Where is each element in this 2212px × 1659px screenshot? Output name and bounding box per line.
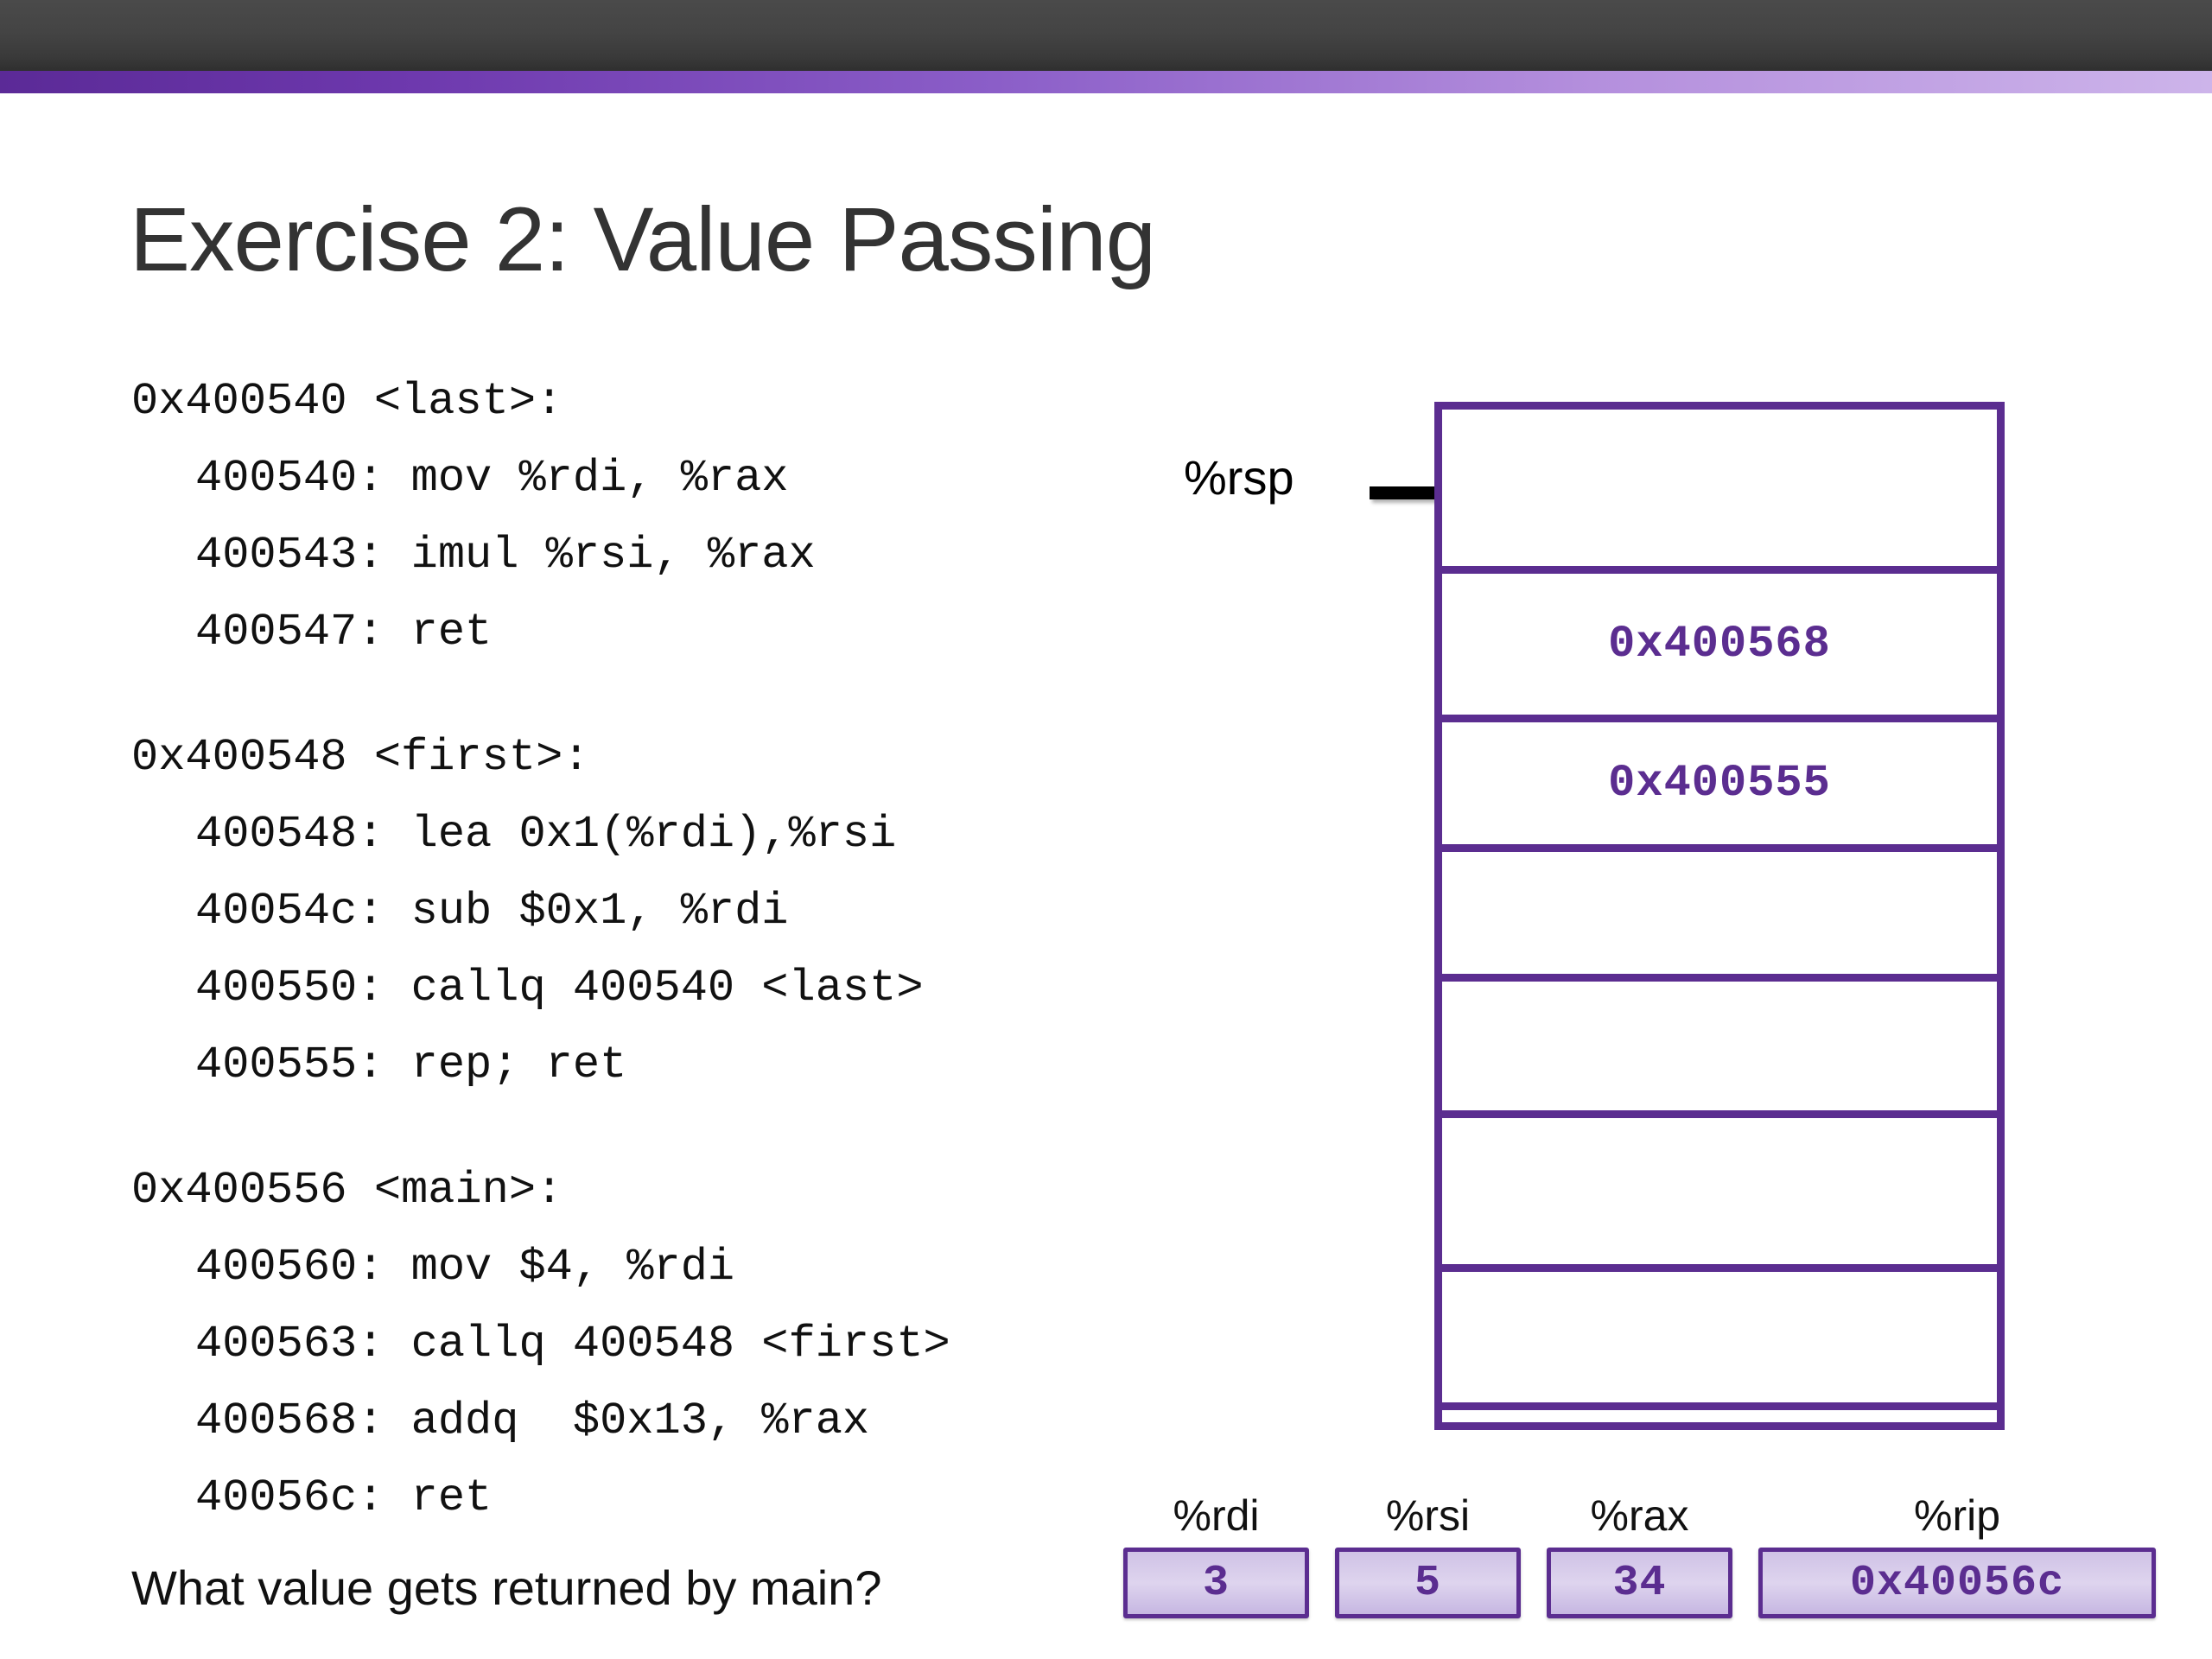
slide-top-banner <box>0 0 2212 93</box>
register-label: %rip <box>1913 1491 2001 1540</box>
code-block: 0x400556 <main>: 400560: mov $4, %rdi 4005… <box>131 1152 1168 1536</box>
register-value-box: 34 <box>1547 1548 1732 1618</box>
register-value-box: 0x40056c <box>1758 1548 2156 1618</box>
register-value-box: 3 <box>1123 1548 1309 1618</box>
stack-cell-value: 0x400568 <box>1608 619 1831 670</box>
code-line: 400540: mov %rdi, %rax <box>195 453 789 504</box>
stack-cell <box>1442 852 1997 982</box>
register-value: 34 <box>1612 1558 1667 1608</box>
register-value: 3 <box>1202 1558 1230 1608</box>
code-line: 400560: mov $4, %rdi <box>195 1242 735 1293</box>
code-line: 400568: addq $0x13, %rax <box>195 1395 870 1446</box>
register-value: 0x40056c <box>1849 1558 2065 1608</box>
code-block-header: 0x400548 <first>: <box>131 732 590 783</box>
code-line: 400543: imul %rsi, %rax <box>195 530 816 581</box>
stack-cell <box>1442 982 1997 1118</box>
stack-cell: 0x400568 <box>1442 574 1997 722</box>
code-block: 0x400548 <first>: 400548: lea 0x1(%rdi),%… <box>131 719 1168 1103</box>
register-value-box: 5 <box>1335 1548 1521 1618</box>
code-line: 400555: rep; ret <box>195 1039 627 1090</box>
register-value: 5 <box>1414 1558 1441 1608</box>
register-label: %rsi <box>1385 1491 1471 1540</box>
code-block: 0x400540 <last>: 400540: mov %rdi, %rax 40… <box>131 363 1168 671</box>
stack-cell-value: 0x400555 <box>1608 758 1831 809</box>
register-rdi: %rdi 3 <box>1123 1491 1309 1618</box>
register-row: %rdi 3 %rsi 5 %rax 34 %rip 0x40056c <box>1123 1491 2156 1618</box>
stack-cell <box>1442 1272 1997 1410</box>
banner-purple-stripe <box>0 71 2212 93</box>
stack-diagram: %rsp 0x400568 0x400555 <box>1166 393 2117 1430</box>
register-label: %rax <box>1590 1491 1689 1540</box>
code-line: 400547: ret <box>195 607 493 658</box>
stack-cell: 0x400555 <box>1442 722 1997 852</box>
code-line: 400548: lea 0x1(%rdi),%rsi <box>195 809 897 860</box>
register-label: %rdi <box>1173 1491 1260 1540</box>
code-line: 400550: callq 400540 <last> <box>195 963 924 1014</box>
register-rip: %rip 0x40056c <box>1758 1491 2156 1618</box>
code-block-header: 0x400556 <main>: <box>131 1165 563 1216</box>
code-block-header: 0x400540 <last>: <box>131 376 563 427</box>
register-rax: %rax 34 <box>1547 1491 1732 1618</box>
rsp-label: %rsp <box>1184 450 1294 505</box>
stack-frame-box: 0x400568 0x400555 <box>1434 402 2005 1430</box>
page-title: Exercise 2: Value Passing <box>130 189 1156 290</box>
register-rsi: %rsi 5 <box>1335 1491 1521 1618</box>
assembly-code-listing: 0x400540 <last>: 400540: mov %rdi, %rax 40… <box>131 363 1168 1536</box>
code-line: 40056c: ret <box>195 1472 493 1523</box>
question-prompt: What value gets returned by main? <box>131 1560 882 1615</box>
code-line: 400563: callq 400548 <first> <box>195 1319 950 1370</box>
stack-cell <box>1442 410 1997 574</box>
banner-dark-gradient <box>0 0 2212 71</box>
code-line: 40054c: sub $0x1, %rdi <box>195 886 789 937</box>
stack-cell <box>1442 1118 1997 1272</box>
